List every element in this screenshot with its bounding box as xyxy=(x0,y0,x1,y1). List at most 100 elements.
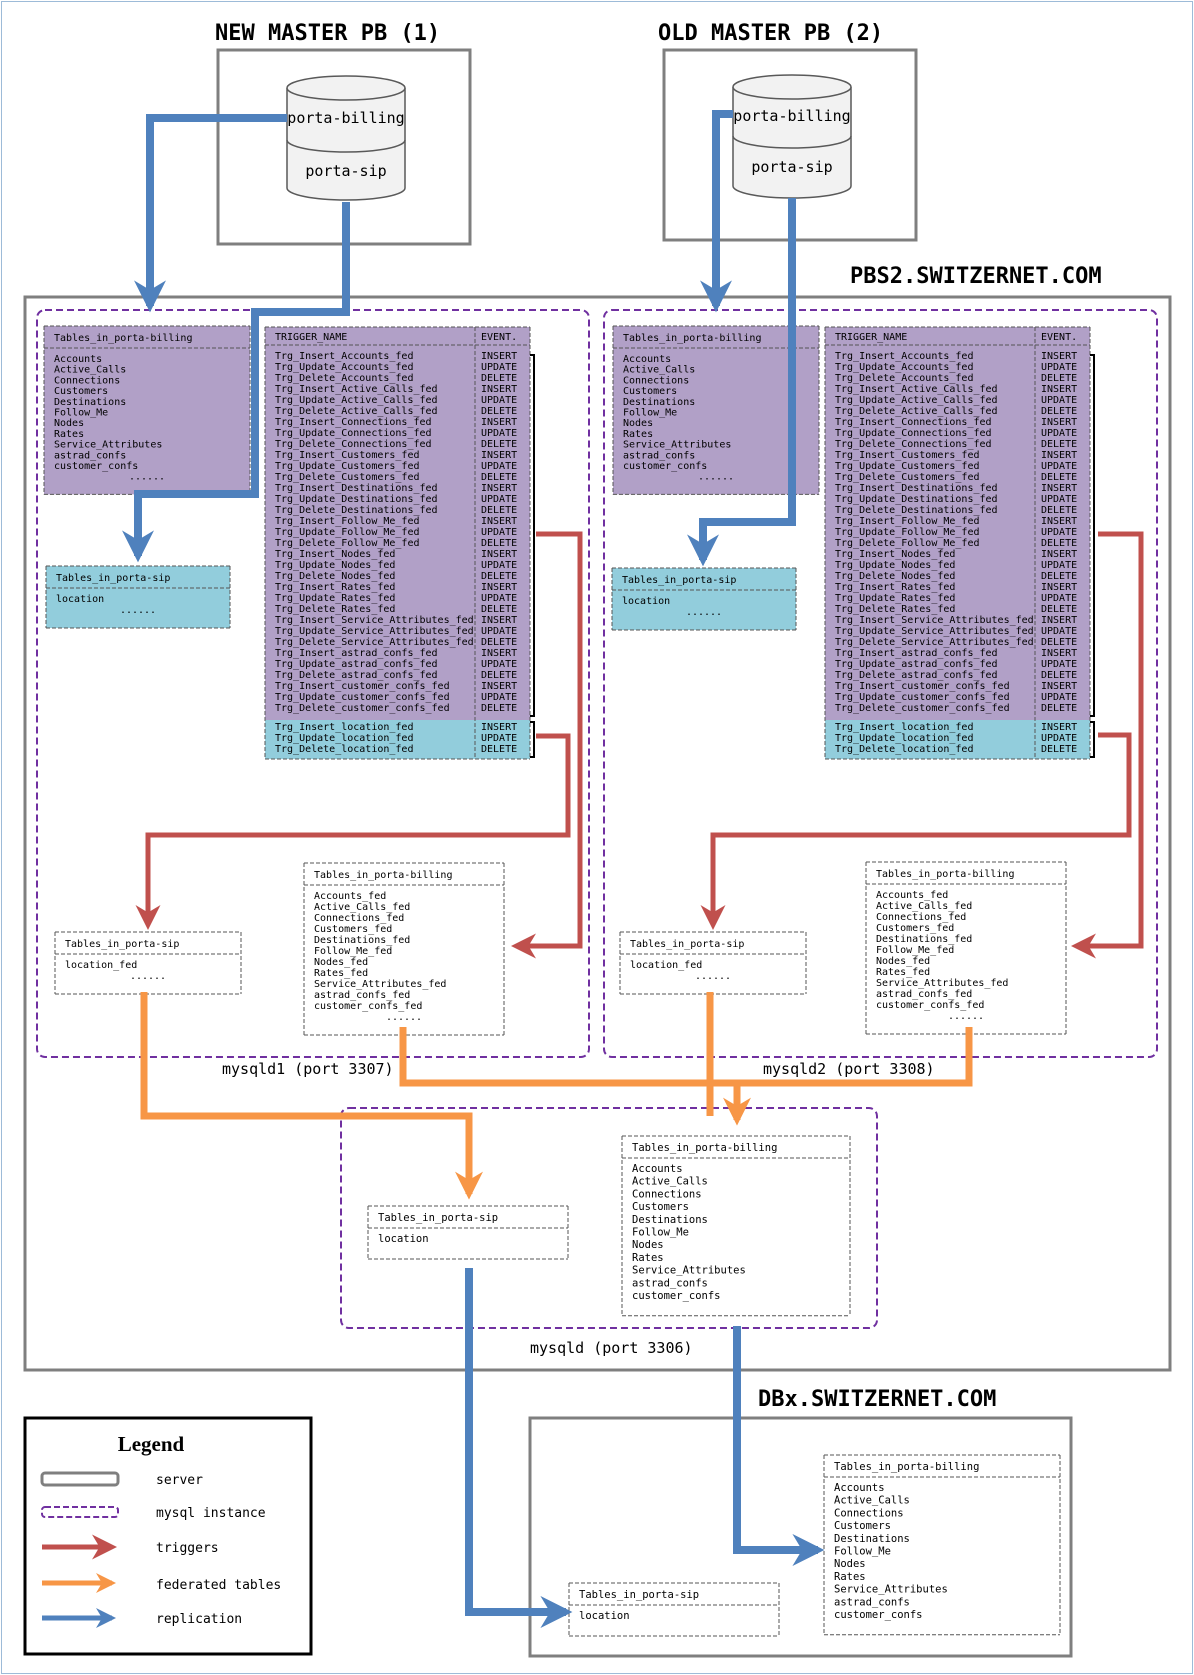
trigger-name: Trg_Delete_customer_confs_fed xyxy=(835,703,1010,714)
trigger-name: Trg_Delete_Nodes_fed xyxy=(835,571,955,582)
trigger-name: Trg_Delete_Follow_Me_fed xyxy=(835,538,980,549)
trigger-name: Trg_Insert_Nodes_fed xyxy=(835,549,955,560)
trigger-name: Trg_Update_Service_Attributes_fed xyxy=(835,626,1034,637)
porta-billing-label: porta-billing xyxy=(287,109,404,127)
trigger-event: UPDATE xyxy=(1041,494,1077,505)
trigger-name: Trg_Update_Rates_fed xyxy=(275,593,395,604)
trigger-event: INSERT xyxy=(1041,549,1077,560)
trigger-event: UPDATE xyxy=(481,362,517,373)
table-row: customer_confs_fed xyxy=(314,1001,422,1012)
trigger-name: Trg_Update_location_fed xyxy=(835,733,973,744)
table-row: Destinations xyxy=(54,397,126,408)
table-row: customer_confs xyxy=(54,461,138,472)
trigger-name: Trg_Update_astrad_confs_fed xyxy=(835,659,998,670)
trigger-event: DELETE xyxy=(481,505,517,516)
trigger-event: UPDATE xyxy=(1041,395,1077,406)
table-row: Nodes_fed xyxy=(314,957,368,968)
table-row: Destinations xyxy=(632,1214,708,1226)
table-row: Destinations xyxy=(834,1533,910,1545)
trigger-event: INSERT xyxy=(481,549,517,560)
billing-table-mysqld1: Tables_in_porta-billingAccountsActive_Ca… xyxy=(43,325,251,495)
database-cylinder-new: porta-billing porta-sip xyxy=(286,75,406,201)
table-header: Tables_in_porta-billing xyxy=(623,333,761,344)
table-header: Tables_in_porta-billing xyxy=(834,1461,979,1473)
table-row: Nodes_fed xyxy=(876,956,930,967)
trigger-event: UPDATE xyxy=(481,692,517,703)
porta-billing-label: porta-billing xyxy=(733,107,850,125)
trigger-event-header: EVENT. xyxy=(1041,332,1077,343)
billing-table-dbx: Tables_in_porta-billingAccountsActive_Ca… xyxy=(823,1454,1061,1636)
table-row: Connections xyxy=(623,375,689,386)
legend-replication-label: replication xyxy=(156,1612,242,1627)
table-row: astrad_confs xyxy=(54,450,126,461)
table-row: Customers xyxy=(623,386,677,397)
trigger-event: DELETE xyxy=(481,439,517,450)
table-row: Service_Attributes xyxy=(632,1265,746,1277)
trigger-event: INSERT xyxy=(1041,483,1077,494)
trigger-name: Trg_Delete_Customers_fed xyxy=(275,472,420,483)
trigger-event: INSERT xyxy=(481,384,517,395)
table-row: customer_confs xyxy=(834,1609,923,1621)
trigger-name: Trg_Update_Service_Attributes_fed xyxy=(275,626,474,637)
trigger-event: UPDATE xyxy=(1041,733,1077,744)
trigger-name: Trg_Delete_Active_Calls_fed xyxy=(275,406,438,417)
trigger-name: Trg_Update_astrad_confs_fed xyxy=(275,659,438,670)
table-header: Tables_in_porta-sip xyxy=(579,1589,699,1601)
trigger-name: Trg_Insert_Active_Calls_fed xyxy=(835,384,998,395)
trigger-name: Trg_Delete_astrad_confs_fed xyxy=(835,670,998,681)
table-row: location xyxy=(579,1610,630,1622)
trigger-event: DELETE xyxy=(1041,604,1077,615)
table-row: Accounts xyxy=(623,354,671,365)
table-row: astrad_confs xyxy=(632,1277,708,1289)
trigger-name: Trg_Insert_Follow_Me_fed xyxy=(275,516,420,527)
trigger-event: INSERT xyxy=(1041,648,1077,659)
mysqld-instance-box xyxy=(340,1107,878,1329)
trigger-name: Trg_Insert_location_fed xyxy=(835,722,973,733)
table-row: astrad_confs xyxy=(623,450,695,461)
trigger-event: INSERT xyxy=(481,351,517,362)
table-row: Active_Calls xyxy=(54,365,126,376)
table-row: Accounts xyxy=(834,1482,885,1494)
trigger-name: Trg_Update_Active_Calls_fed xyxy=(275,395,438,406)
trigger-event: UPDATE xyxy=(481,593,517,604)
trigger-event: UPDATE xyxy=(481,733,517,744)
trigger-name: Trg_Update_Destinations_fed xyxy=(835,494,998,505)
trigger-name: Trg_Update_Connections_fed xyxy=(835,428,992,439)
trigger-name: Trg_Delete_customer_confs_fed xyxy=(275,703,450,714)
federated-arrow xyxy=(399,1027,973,1087)
arrows-layer xyxy=(122,110,1144,1628)
trigger-event: DELETE xyxy=(481,604,517,615)
trigger-name: Trg_Insert_Customers_fed xyxy=(275,450,420,461)
table-ellipsis: ...... xyxy=(129,472,165,483)
trigger-event: INSERT xyxy=(481,648,517,659)
trigger-name: Trg_Insert_Connections_fed xyxy=(275,417,432,428)
replication-arrow xyxy=(733,1326,825,1566)
table-header: Tables_in_porta-billing xyxy=(876,869,1014,880)
dbx-server-box xyxy=(528,1416,1073,1658)
trigger-name-header: TRIGGER_NAME xyxy=(275,332,347,343)
fed-billing-table-mysqld1: Tables_in_porta-billingAccounts_fedActiv… xyxy=(303,862,505,1036)
tables-layer: Tables_in_porta-billingAccountsActive_Ca… xyxy=(43,325,1095,1637)
trigger-name: Trg_Insert_Destinations_fed xyxy=(835,483,998,494)
table-row: Nodes xyxy=(623,418,653,429)
table-ellipsis: ...... xyxy=(120,605,156,616)
trigger-name: Trg_Insert_Accounts_fed xyxy=(835,351,973,362)
trigger-name: Trg_Insert_astrad_confs_fed xyxy=(835,648,998,659)
pbs2-server-box xyxy=(23,295,1172,1372)
table-row: Customers xyxy=(632,1201,689,1213)
trigger-event: UPDATE xyxy=(1041,626,1077,637)
trigger-event: DELETE xyxy=(1041,472,1077,483)
trigger-name: Trg_Insert_Destinations_fed xyxy=(275,483,438,494)
trigger-name-header: TRIGGER_NAME xyxy=(835,332,907,343)
table-header: Tables_in_porta-billing xyxy=(314,870,452,881)
trigger-name: Trg_Update_Active_Calls_fed xyxy=(835,395,998,406)
table-row: astrad_confs_fed xyxy=(314,990,410,1001)
table-row: Follow_Me xyxy=(632,1227,689,1239)
trigger-event: INSERT xyxy=(481,516,517,527)
triggers-table: TRIGGER_NAME EVENT. Trg_Insert_Accounts_fe… xyxy=(824,326,1095,760)
trigger-name: Trg_Insert_Active_Calls_fed xyxy=(275,384,438,395)
trigger-event: DELETE xyxy=(481,670,517,681)
trigger-event: INSERT xyxy=(1041,417,1077,428)
